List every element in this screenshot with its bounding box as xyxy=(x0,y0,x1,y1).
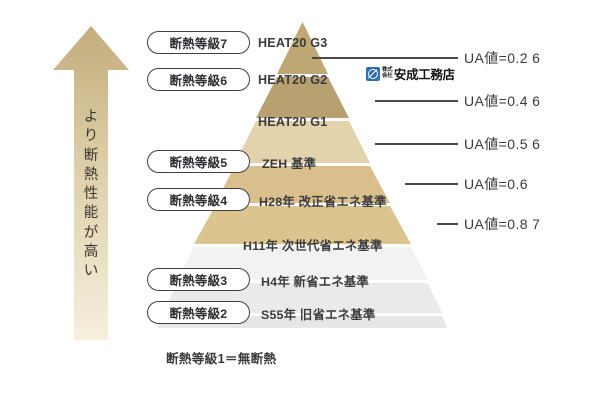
arrow-char-7: 高 xyxy=(83,243,99,260)
pyramid-layer-h28 xyxy=(194,206,411,244)
performance-arrow: よ り 断 熱 性 能 が 高 い xyxy=(50,22,132,342)
ua-row-2: UA値=0.5 6 xyxy=(375,136,540,152)
arrow-char-8: い xyxy=(83,263,99,280)
ua-value-2: UA値=0.5 6 xyxy=(464,136,541,152)
badge-grade-7[interactable]: 断熱等級7 xyxy=(147,31,250,54)
badge-grade-3[interactable]: 断熱等級3 xyxy=(147,268,250,291)
arrow-vertical-label: よ り 断 熱 性 能 が 高 い xyxy=(50,108,132,282)
pyramid-layer-heat20-g1 xyxy=(235,121,370,163)
layer-label-h28: H28年 改正省エネ基準 xyxy=(259,195,387,209)
ua-leader-line-0 xyxy=(312,57,458,59)
ua-row-4: UA値=0.8 7 xyxy=(437,216,540,232)
arrow-char-5: 能 xyxy=(83,205,99,222)
company-name: 安成工務店 xyxy=(393,67,455,82)
layer-label-heat20-g3: HEAT20 G3 xyxy=(258,36,328,50)
pyramid-layer-zeh xyxy=(215,166,390,203)
ua-value-4: UA値=0.8 7 xyxy=(464,216,541,232)
company-mark-icon xyxy=(366,67,380,81)
ua-leader-line-4 xyxy=(437,223,458,225)
footnote-grade-1: 断熱等級1＝無断熱 xyxy=(166,352,277,366)
arrow-char-6: が xyxy=(83,224,99,241)
ua-value-1: UA値=0.4 6 xyxy=(464,93,541,109)
ua-leader-line-3 xyxy=(405,183,458,185)
ua-row-3: UA値=0.6 xyxy=(405,176,528,192)
arrow-char-4: 性 xyxy=(83,186,99,203)
badge-grade-6[interactable]: 断熱等級6 xyxy=(147,68,250,91)
layer-label-zeh: ZEH 基準 xyxy=(262,157,317,171)
layer-label-heat20-g2: HEAT20 G2 xyxy=(258,73,328,87)
ua-row-1: UA値=0.4 6 xyxy=(375,93,540,109)
ua-leader-line-1 xyxy=(375,100,458,102)
pyramid-layer-heat20-g2 xyxy=(256,77,349,118)
layer-label-h4: H4年 新省エネ基準 xyxy=(261,275,370,289)
badge-grade-4[interactable]: 断熱等級4 xyxy=(147,188,250,211)
ua-row-0: UA値=0.2 6 xyxy=(312,50,540,66)
ua-value-3: UA値=0.6 xyxy=(464,176,528,192)
badge-grade-5[interactable]: 断熱等級5 xyxy=(147,150,250,173)
company-corp-prefix-line1: 株式 xyxy=(382,67,393,74)
layer-label-h11: H11年 次世代省エネ基準 xyxy=(243,239,383,253)
arrow-shape-icon xyxy=(53,26,129,340)
layer-label-s55: S55年 旧省エネ基準 xyxy=(261,308,376,322)
ua-leader-line-2 xyxy=(375,143,458,145)
company-logo: 株式 会社 安成工務店 xyxy=(366,66,455,82)
arrow-char-3: 熱 xyxy=(83,166,99,183)
arrow-char-2: 断 xyxy=(83,147,99,164)
arrow-char-1: り xyxy=(83,128,99,145)
company-corp-prefix: 株式 会社 xyxy=(382,67,393,79)
ua-value-0: UA値=0.2 6 xyxy=(464,50,541,66)
badge-grade-2[interactable]: 断熱等級2 xyxy=(147,301,250,324)
arrow-char-0: よ xyxy=(83,109,99,125)
pyramid-layer-heat20-g3 xyxy=(277,22,328,74)
layer-label-heat20-g1: HEAT20 G1 xyxy=(258,115,328,129)
company-corp-prefix-line2: 会社 xyxy=(382,73,393,79)
